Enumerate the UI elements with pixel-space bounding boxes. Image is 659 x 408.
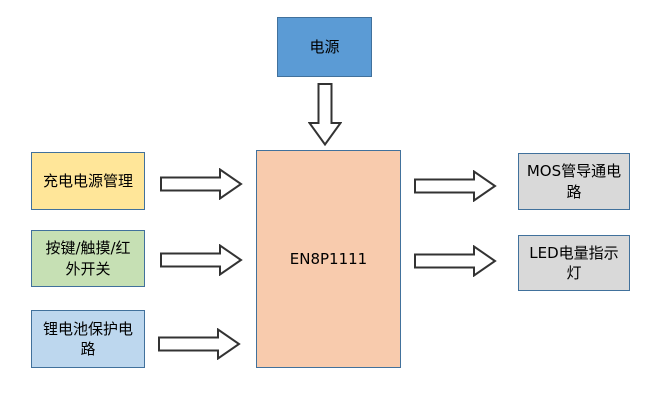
arrow-right-icon — [414, 245, 497, 277]
led-charge-indicator-label: LED电量指示 灯 — [529, 243, 619, 282]
mos-conduction-circuit-box: MOS管导通电 路 — [518, 153, 630, 210]
key-touch-ir-switch-box: 按键/触摸/红 外开关 — [31, 230, 145, 287]
arrow-down-icon — [308, 83, 342, 146]
mcu-label: EN8P1111 — [289, 249, 368, 268]
charge-power-management-box: 充电电源管理 — [31, 152, 145, 210]
led-charge-indicator-box: LED电量指示 灯 — [518, 235, 630, 291]
arrow-right-icon — [160, 168, 243, 200]
power-supply-box: 电源 — [277, 17, 372, 77]
mcu-box: EN8P1111 — [256, 150, 401, 368]
charge-power-management-label: 充电电源管理 — [42, 171, 133, 190]
lithium-battery-protection-label: 锂电池保护电 路 — [42, 319, 133, 358]
key-touch-ir-switch-label: 按键/触摸/红 外开关 — [45, 239, 131, 278]
arrow-right-icon — [158, 328, 241, 360]
arrow-right-icon — [160, 244, 243, 276]
mos-conduction-circuit-label: MOS管导通电 路 — [526, 162, 622, 201]
lithium-battery-protection-box: 锂电池保护电 路 — [31, 310, 145, 368]
arrow-right-icon — [414, 170, 497, 202]
power-supply-label: 电源 — [309, 37, 340, 56]
